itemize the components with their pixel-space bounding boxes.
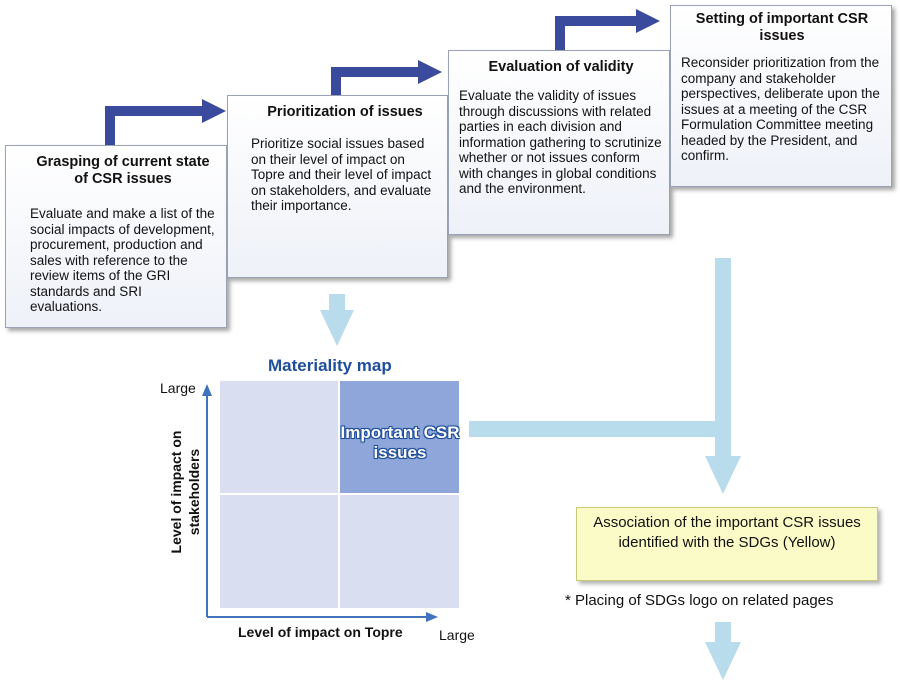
step-arrow-1: [105, 99, 226, 145]
step-body-prioritization: Prioritize social issues based on their …: [251, 136, 432, 213]
step-title-grasping: Grasping of current state of CSR issues: [36, 154, 210, 187]
step-title-setting: Setting of important CSR issues: [695, 11, 869, 44]
y-axis-title: Level of impact on stakeholders: [168, 430, 202, 554]
step-box-evaluation: Evaluation of validity Evaluate the vali…: [448, 50, 670, 235]
map-cell-bottom-left: [220, 495, 338, 608]
sdg-association-box: Association of the important CSR issues …: [576, 507, 878, 581]
x-axis-end-label: Large: [439, 627, 475, 643]
down-arrow-bottom: [705, 622, 741, 680]
materiality-map-title: Materiality map: [268, 356, 392, 375]
x-axis-title: Level of impact on Topre: [238, 624, 403, 640]
step-box-grasping: Grasping of current state of CSR issues …: [5, 145, 227, 328]
materiality-grid: [220, 381, 459, 608]
step-arrow-3: [555, 9, 660, 50]
step-body-evaluation: Evaluate the validity of issues through …: [459, 88, 662, 196]
map-cell-bottom-right: [340, 495, 459, 608]
connector-to-sdg: [469, 258, 741, 494]
step-box-prioritization: Prioritization of issues Prioritize soci…: [227, 95, 448, 278]
important-csr-label: Important CSR issues: [340, 423, 460, 462]
map-axes: [202, 384, 438, 622]
map-cell-top-right: [340, 381, 459, 493]
step-body-setting: Reconsider prioritization from the compa…: [681, 55, 880, 163]
map-cell-top-left: [220, 381, 338, 493]
step-box-setting: Setting of important CSR issues Reconsid…: [670, 5, 892, 187]
y-axis-end-label: Large: [160, 380, 196, 396]
step-title-evaluation: Evaluation of validity: [488, 59, 634, 75]
step-arrow-2: [331, 60, 442, 95]
down-arrow-to-map: [320, 294, 354, 346]
sdg-logo-note: * Placing of SDGs logo on related pages: [565, 592, 834, 609]
step-title-prioritization: Prioritization of issues: [267, 104, 423, 120]
step-body-grasping: Evaluate and make a list of the social i…: [30, 206, 215, 314]
